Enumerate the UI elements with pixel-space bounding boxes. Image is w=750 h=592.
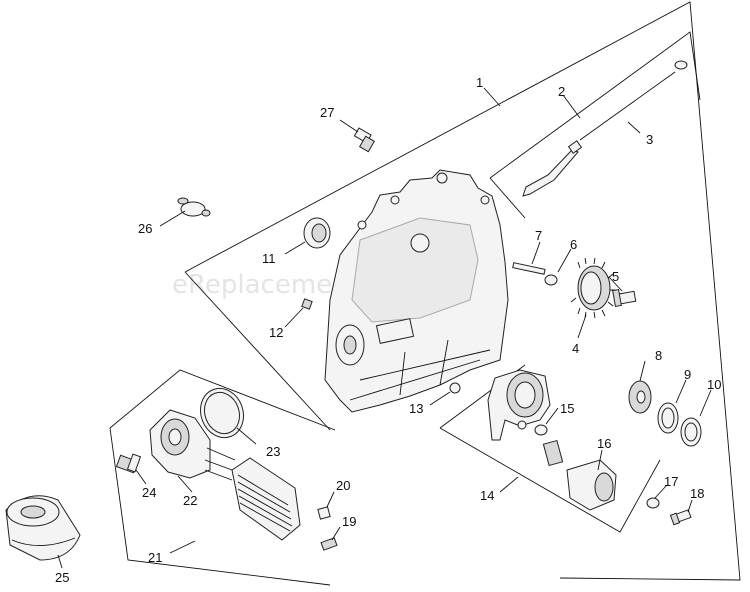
label-25: 25 [55,570,69,585]
gasket-23 [199,387,245,439]
label-10: 10 [707,377,721,392]
label-21: 21 [148,550,162,565]
part-labels: 1 2 3 4 5 6 7 8 9 10 11 12 13 14 15 16 1… [55,75,721,585]
clip-20 [317,506,331,520]
label-24: 24 [142,485,156,500]
ring-10 [680,417,702,447]
oil-pickup-16 [542,439,617,511]
label-22: 22 [183,493,197,508]
cooler-adapter-22 [149,409,236,481]
leader-lines [57,87,712,569]
oil-pump [487,369,551,441]
label-3: 3 [646,132,653,147]
label-8: 8 [655,348,662,363]
o-ring-13 [449,382,461,394]
gear-4 [570,257,616,319]
label-26: 26 [138,221,152,236]
pin-7 [512,262,546,275]
label-20: 20 [336,478,350,493]
label-1: 1 [476,75,483,90]
oil-cooler-frame [109,369,336,586]
label-16: 16 [597,436,611,451]
label-14: 14 [480,488,494,503]
dipstick [579,60,688,141]
oil-cooler-core [231,457,301,541]
label-5: 5 [612,269,619,284]
dipstick-tube [522,140,583,197]
label-27: 27 [320,105,334,120]
washer-17 [646,497,660,509]
o-ring-15 [534,424,548,436]
label-23: 23 [266,444,280,459]
plug-12 [301,298,313,310]
washer-6 [544,274,558,286]
breather-26 [177,197,211,217]
label-12: 12 [269,325,283,340]
bolt-18 [669,509,692,526]
oil-seal-11 [303,217,331,249]
fitting-24 [115,453,142,474]
label-13: 13 [409,401,423,416]
screw-27 [353,127,376,153]
label-4: 4 [572,341,579,356]
thrust-washer-8 [628,380,652,414]
label-2: 2 [558,84,565,99]
label-18: 18 [690,486,704,501]
main-assembly-frame [184,1,741,581]
ring-9 [657,402,679,434]
label-17: 17 [664,474,678,489]
label-9: 9 [684,367,691,382]
closure-plate [324,169,509,413]
label-11: 11 [262,251,276,266]
bolt-5 [612,289,637,307]
label-7: 7 [535,228,542,243]
oil-filter-25 [5,495,81,561]
label-19: 19 [342,514,356,529]
label-15: 15 [560,401,574,416]
dipstick-frame [489,31,701,219]
label-6: 6 [570,237,577,252]
screw-19 [320,537,338,551]
